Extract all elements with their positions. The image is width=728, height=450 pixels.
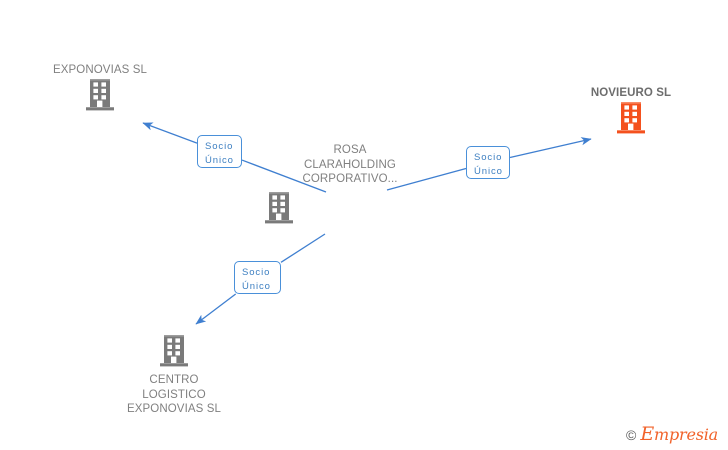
node-exponovias[interactable]: EXPONOVIAS SL: [20, 63, 180, 112]
node-centro-logistico[interactable]: CENTRO LOGISTICO EXPONOVIAS SL: [94, 334, 254, 417]
edge-rosa-novieuro-segment-target: [509, 137, 592, 159]
edge-label-rosa-centro[interactable]: Socio Único: [234, 261, 281, 294]
edge-label-rosa-exponovias[interactable]: Socio Único: [197, 135, 242, 168]
copyright-icon: ©: [626, 426, 637, 443]
empresia-logo-text: mpresia: [654, 425, 718, 444]
building-icon: [617, 101, 645, 133]
node-label-centro-logistico: CENTRO LOGISTICO EXPONOVIAS SL: [127, 374, 221, 415]
node-label-exponovias: EXPONOVIAS SL: [53, 64, 147, 76]
edge-rosa-centro-segment-source: [280, 233, 326, 263]
node-label-rosa-claraholding: ROSA CLARAHOLDING CORPORATIVO...: [302, 144, 398, 185]
edge-rosa-exponovias-segment-target: [142, 122, 198, 144]
node-novieuro[interactable]: NOVIEURO SL: [551, 86, 711, 135]
building-icon: [86, 78, 114, 110]
building-icon: [160, 335, 188, 367]
building-icon: [265, 191, 293, 223]
edge-label-rosa-novieuro[interactable]: Socio Único: [466, 146, 510, 179]
watermark-empresia: © Empresia: [626, 425, 718, 444]
empresia-logo-initial: E: [640, 423, 654, 445]
node-label-novieuro: NOVIEURO SL: [590, 87, 672, 99]
node-rosa-claraholding[interactable]: ROSA CLARAHOLDING CORPORATIVO...: [265, 143, 430, 225]
edge-rosa-centro-segment-target: [195, 293, 237, 325]
empresia-logo: Empresia: [640, 425, 718, 444]
